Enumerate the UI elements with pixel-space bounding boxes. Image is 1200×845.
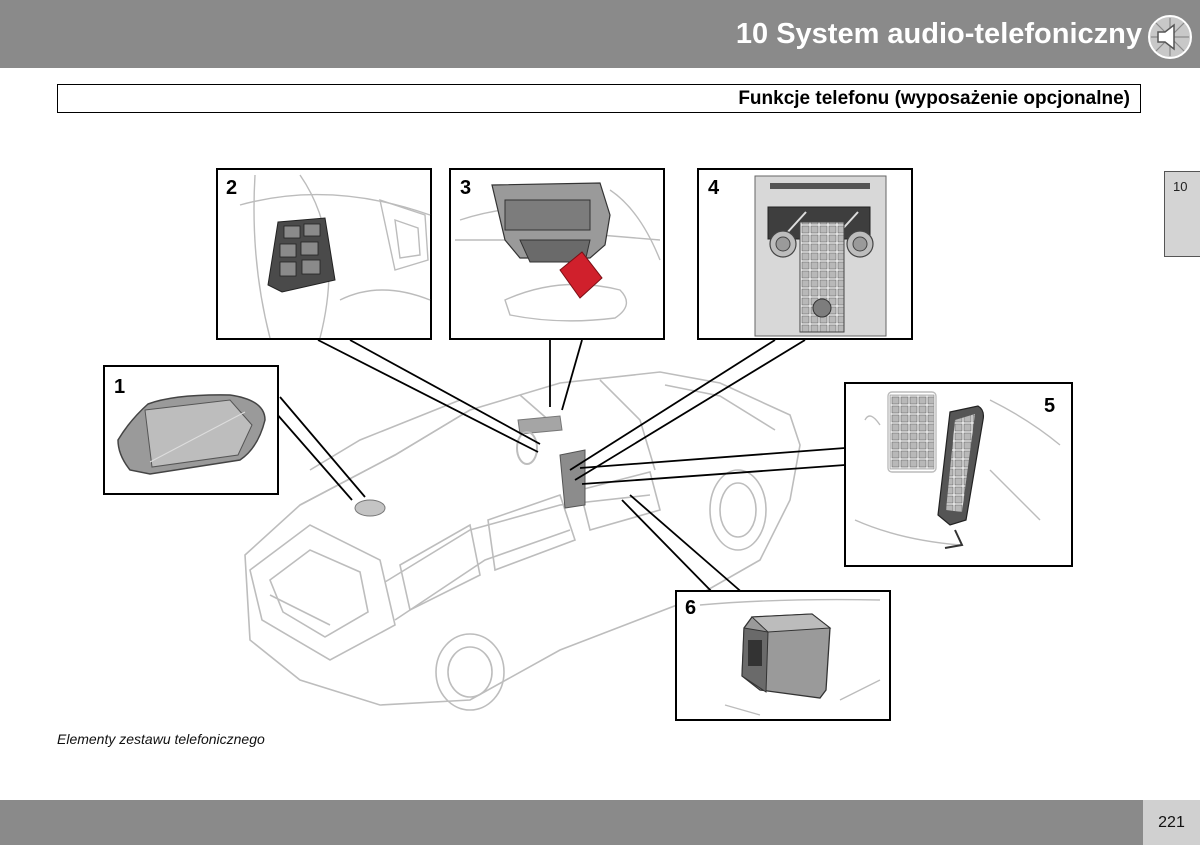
svg-text:5: 5 [1044,395,1055,417]
callout-box-5: 5 [844,382,1073,567]
speaker-icon [1148,15,1192,59]
leader-lines [261,339,846,596]
svg-text:1: 1 [114,376,125,398]
callout-box-4: 4 [697,168,913,340]
section-header: Funkcje telefonu (wyposażenie opcjonalne… [57,84,1141,113]
section-title: Funkcje telefonu (wyposażenie opcjonalne… [738,88,1130,109]
chapter-tab[interactable]: 10 [1164,171,1200,257]
svg-text:6: 6 [685,597,696,619]
svg-text:4: 4 [708,177,720,199]
callout-box-3: 3 [449,168,665,340]
microphone-highlight [559,251,603,299]
svg-text:3: 3 [460,177,471,199]
callout-box-6: 6 [675,590,891,721]
header-bar: 10 System audio-telefoniczny [0,0,1200,68]
figure-caption: Elementy zestawu telefonicznego [57,731,265,747]
callout-box-1: 1 [103,365,279,495]
chapter-tab-label: 10 [1173,179,1188,194]
svg-text:2: 2 [226,177,237,199]
footer-bar [0,800,1200,845]
mirror-location [517,415,563,435]
center-console-location [559,449,586,509]
page-number: 221 [1143,800,1200,845]
steering-wheel-location [516,431,538,465]
antenna-location [354,499,386,517]
callout-box-2: 2 [216,168,432,340]
chapter-title: 10 System audio-telefoniczny [735,18,1142,50]
